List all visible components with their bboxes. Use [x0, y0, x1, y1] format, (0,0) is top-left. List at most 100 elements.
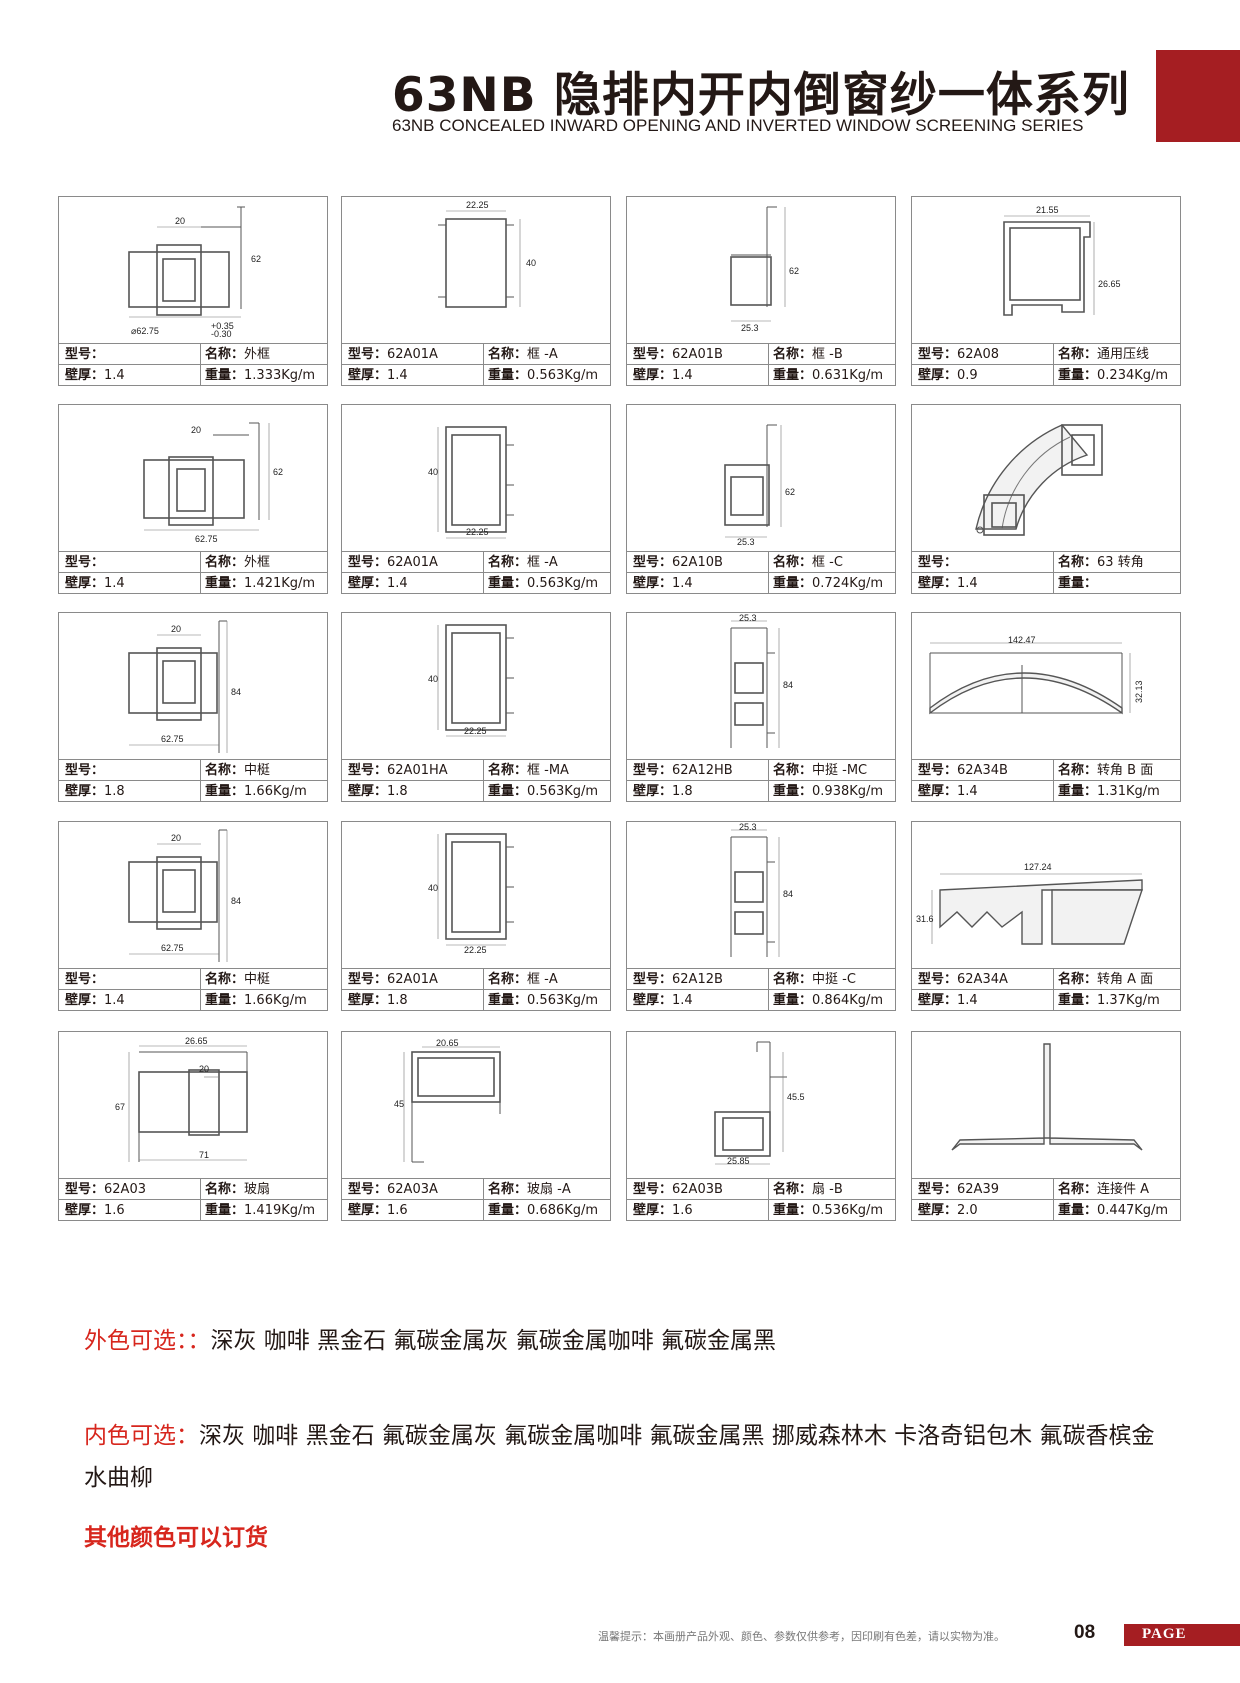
model-label: 型号：: [633, 972, 673, 987]
model-label: 型号：: [348, 1182, 388, 1197]
dimension-label: 25.3: [739, 613, 757, 623]
thickness-value: 1.8: [672, 784, 693, 799]
model-value: 62A03B: [672, 1182, 723, 1197]
weight-cell: 重量：1.333Kg/m: [200, 365, 326, 386]
name-value: 外框: [244, 555, 271, 570]
model-label: 型号：: [65, 555, 105, 570]
name-cell: 名称：63 转角: [1053, 552, 1179, 573]
thickness-value: 1.4: [387, 368, 408, 383]
thickness-label: 壁厚：: [65, 1203, 105, 1218]
model-cell: 型号：62A10B: [633, 552, 759, 573]
thickness-value: 1.8: [387, 993, 408, 1008]
weight-cell: 重量：0.631Kg/m: [768, 365, 894, 386]
dimension-label: 26.65: [185, 1036, 208, 1046]
name-value: 框 -B: [812, 347, 843, 362]
dimension-label: 84: [231, 896, 241, 906]
model-value: 62A03: [104, 1182, 146, 1197]
weight-value: 0.234Kg/m: [1097, 368, 1169, 383]
weight-cell: 重量：1.421Kg/m: [200, 573, 326, 594]
thickness-cell: 壁厚：0.9: [918, 365, 1044, 386]
name-label: 名称：: [1058, 555, 1098, 570]
name-label: 名称：: [205, 972, 245, 987]
name-value: 中梃: [244, 972, 271, 987]
weight-value: 0.563Kg/m: [527, 368, 599, 383]
weight-label: 重量：: [773, 1203, 813, 1218]
name-cell: 名称：外框: [200, 552, 326, 573]
dimension-label: 45: [394, 1099, 404, 1109]
dimension-label: 62: [273, 467, 283, 477]
name-label: 名称：: [205, 555, 245, 570]
dimension-label: 20: [171, 624, 181, 634]
model-value: 62A08: [957, 347, 999, 362]
thickness-cell: 壁厚：1.4: [348, 573, 474, 594]
name-value: 扇 -B: [812, 1182, 843, 1197]
weight-value: 0.686Kg/m: [527, 1203, 599, 1218]
dimension-label: 40: [428, 467, 438, 477]
model-value: 62A01A: [387, 555, 438, 570]
dimension-label: 71: [199, 1150, 209, 1160]
thickness-cell: 壁厚：2.0: [918, 1200, 1044, 1221]
name-cell: 名称：中挺 -C: [768, 969, 894, 990]
dimension-label: 22.25: [464, 945, 487, 955]
dimension-label: 40: [428, 883, 438, 893]
weight-label: 重量：: [1058, 784, 1098, 799]
thickness-label: 壁厚：: [348, 576, 388, 591]
name-label: 名称：: [773, 763, 813, 778]
profile-row-spec: 壁厚：2.0 重量：0.447Kg/m: [912, 1199, 1180, 1221]
weight-cell: 重量：0.864Kg/m: [768, 990, 894, 1011]
dimension-label: 20: [199, 1064, 209, 1074]
thickness-cell: 壁厚：1.4: [633, 573, 759, 594]
thickness-label: 壁厚：: [918, 1203, 958, 1218]
weight-label: 重量：: [773, 368, 813, 383]
name-cell: 名称：转角 B 面: [1053, 760, 1179, 781]
dimension-label: 32.13: [1134, 680, 1144, 703]
profile-drawing: [975, 424, 1103, 536]
model-cell: 型号：: [65, 969, 191, 990]
weight-label: 重量：: [488, 368, 528, 383]
name-label: 名称：: [205, 347, 245, 362]
dimension-label: 45.5: [787, 1092, 805, 1102]
model-value: 62A39: [957, 1182, 999, 1197]
thickness-cell: 壁厚：1.4: [65, 990, 191, 1011]
thickness-label: 壁厚：: [918, 784, 958, 799]
thickness-label: 壁厚：: [918, 993, 958, 1008]
thickness-label: 壁厚：: [918, 368, 958, 383]
weight-cell: 重量：0.563Kg/m: [483, 781, 609, 802]
name-value: 中挺 -MC: [812, 763, 868, 778]
dimension-label: -0.30: [211, 329, 232, 339]
thickness-cell: 壁厚：1.6: [65, 1200, 191, 1221]
weight-value: 0.536Kg/m: [812, 1203, 884, 1218]
thickness-value: 1.4: [672, 368, 693, 383]
thickness-label: 壁厚：: [633, 993, 673, 1008]
weight-label: 重量：: [488, 1203, 528, 1218]
model-cell: 型号：62A01HA: [348, 760, 474, 781]
weight-value: 1.333Kg/m: [244, 368, 316, 383]
weight-cell: 重量：0.536Kg/m: [768, 1200, 894, 1221]
dimension-label: 142.47: [1008, 635, 1036, 645]
profile-drawing: [951, 1043, 1143, 1151]
weight-value: 0.563Kg/m: [527, 784, 599, 799]
name-cell: 名称：外框: [200, 344, 326, 365]
name-value: 框 -A: [527, 555, 558, 570]
weight-cell: 重量：0.447Kg/m: [1053, 1200, 1179, 1221]
thickness-value: 1.4: [387, 576, 408, 591]
